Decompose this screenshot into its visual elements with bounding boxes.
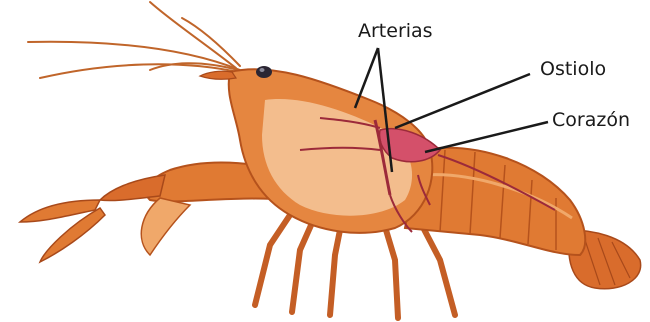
label-arterias: Arterias	[358, 22, 433, 41]
antennae	[28, 2, 240, 78]
label-corazon: Corazón	[552, 111, 630, 130]
cheliped-claw	[20, 163, 290, 263]
eye	[256, 66, 272, 78]
ostiolo-line	[395, 74, 530, 128]
corazon-line	[425, 122, 548, 152]
label-ostiolo: Ostiolo	[540, 60, 606, 79]
